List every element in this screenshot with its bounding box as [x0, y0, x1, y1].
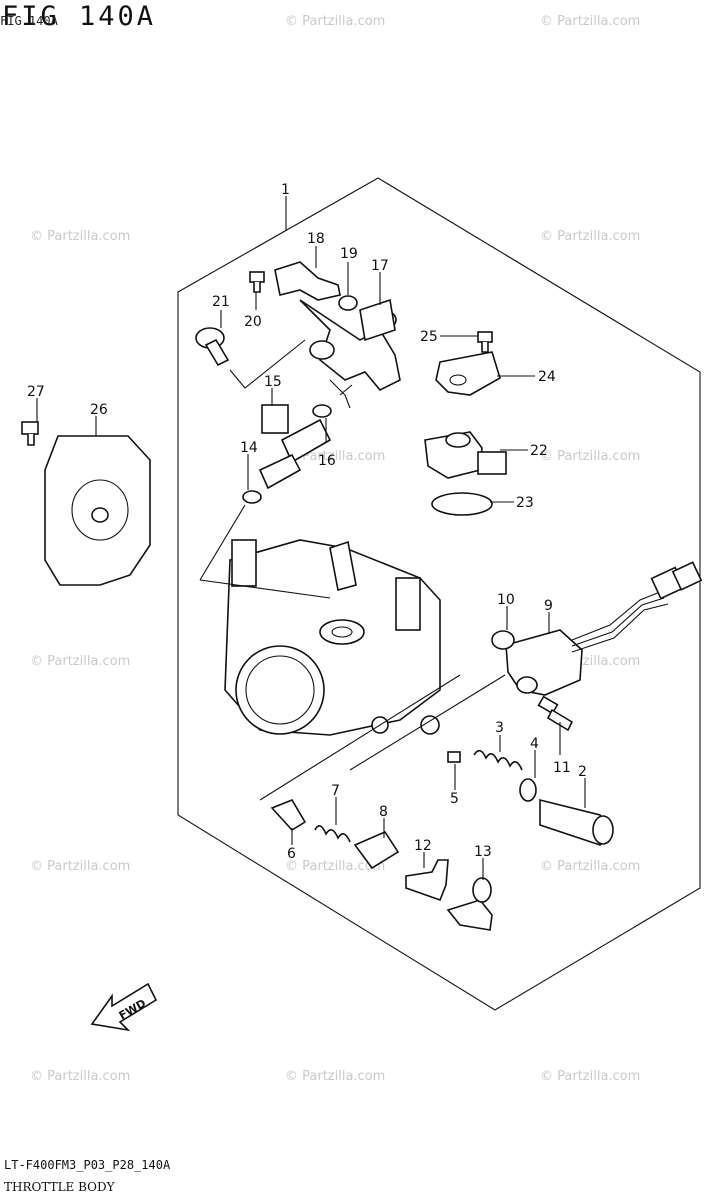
callout-numbers: 1 2 3 4 5 6 7 8 9 10 11 12 13 14 15 16 1… [27, 182, 587, 862]
watermark: © Partzilla.com [30, 859, 130, 874]
callout-7: 7 [331, 783, 340, 799]
figure-title: FIG 140A [2, 1, 157, 32]
watermark: © Partzilla.com [30, 229, 130, 244]
watermark: © Partzilla.com [540, 229, 640, 244]
callout-22: 22 [530, 443, 548, 459]
bolt-27 [21, 421, 39, 446]
diagram-title: THROTTLE BODY [4, 1180, 115, 1194]
watermark: © Partzilla.com [30, 654, 130, 669]
watermark: © Partzilla.com [285, 859, 385, 874]
callout-9: 9 [544, 598, 553, 614]
sensor-9 [505, 561, 703, 696]
spring-7 [314, 825, 351, 843]
throttle-body-part [199, 504, 441, 736]
callout-18: 18 [307, 231, 325, 247]
o-ring-16 [312, 404, 332, 418]
sensor-22 [424, 431, 507, 479]
callout-26: 26 [90, 402, 108, 418]
watermark: © Partzilla.com [285, 1069, 385, 1084]
bolt-20 [249, 271, 265, 293]
o-ring-14 [242, 490, 262, 504]
watermark: © Partzilla.com [540, 449, 640, 464]
callout-19: 19 [340, 246, 358, 262]
callout-17: 17 [371, 258, 389, 274]
callout-21: 21 [212, 294, 230, 310]
leader-lines [36, 196, 586, 880]
figure-code: FIG 140A [0, 14, 58, 28]
callout-10: 10 [497, 592, 515, 608]
fuel-rail-part [274, 261, 401, 409]
watermark: © Partzilla.com [540, 859, 640, 874]
valve-2 [539, 798, 614, 846]
watermark: © Partzilla.com [540, 14, 640, 29]
callout-12: 12 [414, 838, 432, 854]
screw-25 [477, 331, 493, 353]
callout-25: 25 [420, 329, 438, 345]
callout-23: 23 [516, 495, 534, 511]
screw-6 [270, 799, 307, 832]
screw-5 [447, 751, 461, 763]
callout-15: 15 [264, 374, 282, 390]
callout-5: 5 [450, 791, 459, 807]
callout-4: 4 [530, 736, 539, 752]
o-ring-23 [431, 492, 493, 516]
bracket-24 [435, 351, 501, 396]
callout-13: 13 [474, 844, 492, 860]
callout-27: 27 [27, 384, 45, 400]
callout-2: 2 [578, 764, 587, 780]
callout-1: 1 [281, 182, 290, 198]
adjuster-8 [353, 830, 400, 870]
watermark: © Partzilla.com [285, 449, 385, 464]
elbow-13 [446, 877, 493, 931]
hose-12 [405, 859, 449, 902]
watermark: © Partzilla.com [285, 14, 385, 29]
callout-11: 11 [553, 760, 571, 776]
o-ring-10 [491, 630, 515, 650]
injector-15 [258, 404, 332, 490]
spring-3 [473, 749, 523, 771]
pin-21 [195, 327, 306, 389]
callout-16: 16 [318, 453, 336, 469]
callout-6: 6 [287, 846, 296, 862]
callout-3: 3 [495, 720, 504, 736]
assembly-outline [177, 177, 701, 1011]
o-ring-19 [338, 295, 358, 311]
o-ring-4 [519, 778, 537, 802]
guide-lines [259, 674, 506, 801]
callout-20: 20 [244, 314, 262, 330]
screw-11 [537, 695, 574, 732]
callout-8: 8 [379, 804, 388, 820]
fwd-arrow-icon: FWD [90, 982, 158, 1032]
cover-26 [44, 435, 151, 586]
watermark: © Partzilla.com [30, 1069, 130, 1084]
diagram-code: LT-F400FM3_P03_P28_140A [4, 1158, 171, 1172]
callout-14: 14 [240, 440, 258, 456]
callout-24: 24 [538, 369, 556, 385]
watermark: © Partzilla.com [540, 1069, 640, 1084]
